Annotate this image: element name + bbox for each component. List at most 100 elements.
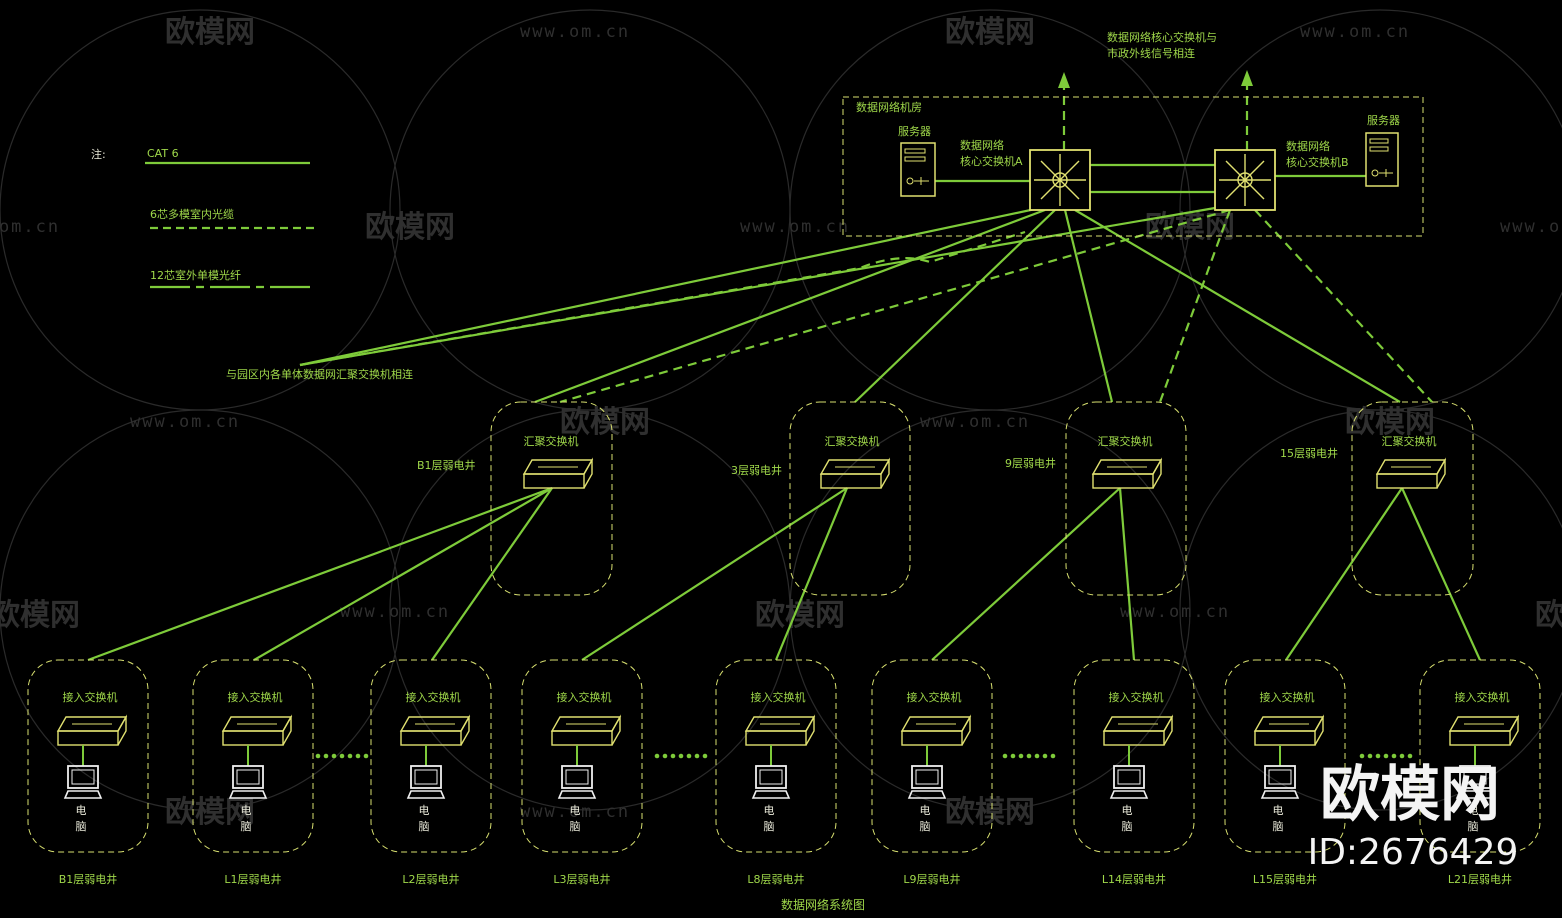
- pc-label-line2: 脑: [76, 820, 87, 833]
- uplink-note-line2: 市政外线信号相连: [1107, 46, 1195, 60]
- access-frame: [871, 659, 993, 853]
- access-shaft: L8层弱电井: [747, 872, 804, 886]
- computer-icon: [1109, 765, 1149, 799]
- aggregation-node: 汇聚交换机: [789, 401, 911, 596]
- access-frame: [715, 659, 837, 853]
- access-title: 接入交换机: [228, 690, 283, 704]
- access-frame: [521, 659, 643, 853]
- aggregation-title: 汇聚交换机: [1382, 434, 1437, 448]
- watermark-url: www.om.cn: [520, 22, 630, 42]
- watermark-brand: 欧模网: [0, 598, 80, 633]
- core-agg-fiber: [559, 208, 1231, 404]
- switch-icon: [819, 457, 891, 489]
- pc-label-line1: 电: [241, 804, 252, 817]
- pc-label-line2: 脑: [1122, 820, 1133, 833]
- core-switch-a-icon: [1029, 149, 1091, 211]
- diagram-title: 数据网络系统图: [781, 897, 865, 912]
- switch-icon: [1375, 457, 1447, 489]
- pc-label-line2: 脑: [1468, 820, 1479, 833]
- switch-icon: [550, 714, 622, 746]
- access-title: 接入交换机: [751, 690, 806, 704]
- agg-access-link: [931, 487, 1121, 661]
- server-left-label: 服务器: [898, 125, 931, 138]
- switch-icon: [522, 457, 594, 489]
- access-shaft: L15层弱电井: [1253, 872, 1317, 886]
- pc-label-line2: 脑: [764, 820, 775, 833]
- ellipsis-icon: [1002, 753, 1056, 759]
- pc-label-line2: 脑: [1273, 820, 1284, 833]
- access-shaft: L2层弱电井: [402, 872, 459, 886]
- aggregation-title: 汇聚交换机: [825, 434, 880, 448]
- data-room-title: 数据网络机房: [856, 100, 922, 114]
- access-title: 接入交换机: [1455, 690, 1510, 704]
- switch-icon: [1448, 714, 1520, 746]
- ellipsis-icon: [654, 753, 708, 759]
- ellipsis-icon: [1359, 753, 1413, 759]
- agg-access-link: [1285, 487, 1403, 661]
- aggregation-shaft: B1层弱电井: [417, 458, 476, 472]
- watermark-url: www.om.cn: [0, 217, 60, 237]
- uplink-note-line1: 数据网络核心交换机与: [1107, 30, 1217, 44]
- brand-overlay: 欧模网 ID:2676429: [1308, 760, 1519, 873]
- agg-access-link: [1118, 487, 1136, 661]
- arrow-up-icon: [1058, 72, 1070, 88]
- server-icon: [1365, 132, 1399, 187]
- core-agg-link: [1063, 209, 1114, 403]
- watermark-url: www.om.cn: [740, 217, 850, 237]
- access-title: 接入交换机: [907, 690, 962, 704]
- access-frame: [192, 659, 314, 853]
- computer-icon: [406, 765, 446, 799]
- switch-icon: [900, 714, 972, 746]
- legend-note-label: 注:: [91, 147, 106, 161]
- watermark-brand: 欧模网: [560, 405, 650, 440]
- computer-icon: [63, 765, 103, 799]
- aggregation-shaft: 9层弱电井: [1005, 456, 1056, 470]
- pc-label-line1: 电: [76, 804, 87, 817]
- aggregation-title: 汇聚交换机: [1098, 434, 1153, 448]
- watermark-brand: 欧模网: [165, 15, 255, 50]
- pc-label-line1: 电: [1273, 804, 1284, 817]
- core-switch-b-icon: [1214, 149, 1276, 211]
- watermark-brand: 欧模网: [365, 210, 455, 245]
- access-layer: 接入交换机电脑B1层弱电井接入交换机电脑L1层弱电井接入交换机电脑L2层弱电井接…: [27, 659, 1541, 886]
- ellipsis-icon: [315, 753, 369, 759]
- agg-access-link: [774, 487, 849, 661]
- core-agg-fiber: [1158, 209, 1232, 403]
- pc-label-line2: 脑: [920, 820, 931, 833]
- access-shaft: B1层弱电井: [59, 872, 118, 886]
- access-title: 接入交换机: [406, 690, 461, 704]
- computer-icon: [907, 765, 947, 799]
- campus-note: 与园区内各单体数据网汇聚交换机相连: [226, 367, 413, 381]
- access-shaft: L1层弱电井: [224, 872, 281, 886]
- pc-label-line1: 电: [764, 804, 775, 817]
- access-frame: [1419, 659, 1541, 853]
- pc-label-line1: 电: [419, 804, 430, 817]
- watermark-url: www.om.cn: [520, 802, 630, 822]
- access-frame: [370, 659, 492, 853]
- switch-icon: [744, 714, 816, 746]
- access-frame: [1073, 659, 1195, 853]
- switch-icon: [56, 714, 128, 746]
- watermark-brand: 欧模网: [1345, 405, 1435, 440]
- legend-label-cat6: CAT 6: [147, 147, 179, 160]
- switch-icon: [221, 714, 293, 746]
- access-title: 接入交换机: [63, 690, 118, 704]
- pc-label-line2: 脑: [241, 820, 252, 833]
- computer-icon: [751, 765, 791, 799]
- legend: 注: CAT 6 6芯多模室内光缆 12芯室外单模光纤: [91, 147, 316, 289]
- pc-label-line1: 电: [570, 804, 581, 817]
- watermark-url: www.om.cn: [130, 412, 240, 432]
- core-a-label-line1: 数据网络: [960, 138, 1004, 152]
- uplink-arrows: [1058, 70, 1253, 88]
- watermark-brand: 欧模网: [165, 795, 255, 830]
- computer-icon: [557, 765, 597, 799]
- core-b-label-line1: 数据网络: [1286, 139, 1330, 153]
- legend-label-singlemode: 12芯室外单模光纤: [150, 268, 241, 282]
